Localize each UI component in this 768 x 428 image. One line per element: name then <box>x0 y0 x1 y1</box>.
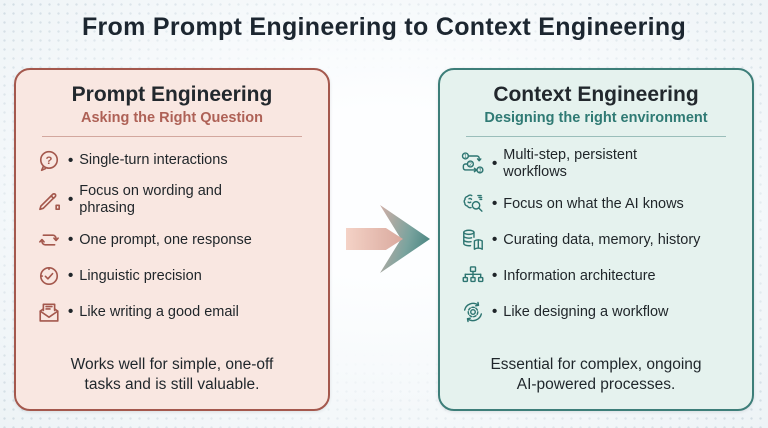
list-item: • Like writing a good email <box>35 299 316 326</box>
writing-pen-icon <box>35 187 62 214</box>
items-list: 1 2 3 • Multi-step, persistent workflows <box>440 145 752 355</box>
clock-check-icon <box>35 263 62 290</box>
card-subtitle: Asking the Right Question <box>80 110 264 126</box>
bullet: • <box>68 303 74 321</box>
card-title: Prompt Engineering <box>71 83 273 106</box>
list-item-text: Focus on wording and phrasing <box>79 183 222 217</box>
arrow-tail <box>346 228 403 250</box>
bullet: • <box>68 191 74 209</box>
question-bubble-icon: ? <box>35 147 62 174</box>
list-item: • Linguistic precision <box>35 263 316 290</box>
page-title: From Prompt Engineering to Context Engin… <box>81 13 687 41</box>
svg-text:2: 2 <box>468 162 471 168</box>
prompt-engineering-card: Prompt Engineering Asking the Right Ques… <box>14 68 330 411</box>
list-item-text: Like writing a good email <box>79 303 239 320</box>
open-email-icon <box>35 299 62 326</box>
items-list: ? • Single-turn interactions • Focus on … <box>16 145 328 355</box>
card-subtitle: Designing the right environment <box>484 110 708 126</box>
bullet: • <box>492 155 498 173</box>
hierarchy-icon <box>459 263 486 290</box>
card-title: Context Engineering <box>493 83 699 106</box>
bullet: • <box>492 303 498 321</box>
list-item: • Curating data, memory, history <box>459 227 740 254</box>
list-item-text: Information architecture <box>503 267 656 284</box>
list-item: 1 2 3 • Multi-step, persistent workflows <box>459 147 740 182</box>
list-item: ? • Single-turn interactions <box>35 147 316 174</box>
divider <box>466 136 726 137</box>
svg-text:1: 1 <box>463 154 466 160</box>
list-item-text: One prompt, one response <box>79 231 252 248</box>
svg-text:3: 3 <box>478 168 481 174</box>
numbered-workflow-icon: 1 2 3 <box>459 151 486 178</box>
list-item: • Focus on what the AI knows <box>459 191 740 218</box>
repeat-loop-icon <box>35 227 62 254</box>
bullet: • <box>492 195 498 213</box>
svg-text:?: ? <box>45 154 52 166</box>
transition-arrow <box>346 205 430 273</box>
bullet: • <box>492 231 498 249</box>
list-item-text: Linguistic precision <box>79 267 202 284</box>
list-item-text: Multi-step, persistent workflows <box>503 147 638 181</box>
bullet: • <box>68 151 74 169</box>
card-footer: Works well for simple, one-off tasks and… <box>70 356 274 393</box>
database-book-icon <box>459 227 486 254</box>
divider <box>42 136 302 137</box>
context-engineering-card: Context Engineering Designing the right … <box>438 68 754 411</box>
bullet: • <box>68 231 74 249</box>
list-item: • Like designing a workflow <box>459 299 740 326</box>
card-footer: Essential for complex, ongoing AI-powere… <box>490 356 702 393</box>
list-item: • Focus on wording and phrasing <box>35 183 316 218</box>
list-item-text: Like designing a workflow <box>503 303 669 320</box>
list-item: • One prompt, one response <box>35 227 316 254</box>
brain-search-icon <box>459 191 486 218</box>
list-item-text: Focus on what the AI knows <box>503 195 684 212</box>
list-item-text: Curating data, memory, history <box>503 231 701 248</box>
list-item-text: Single-turn interactions <box>79 151 228 168</box>
bullet: • <box>492 267 498 285</box>
list-item: • Information architecture <box>459 263 740 290</box>
bullet: • <box>68 267 74 285</box>
gear-cycle-icon <box>459 299 486 326</box>
